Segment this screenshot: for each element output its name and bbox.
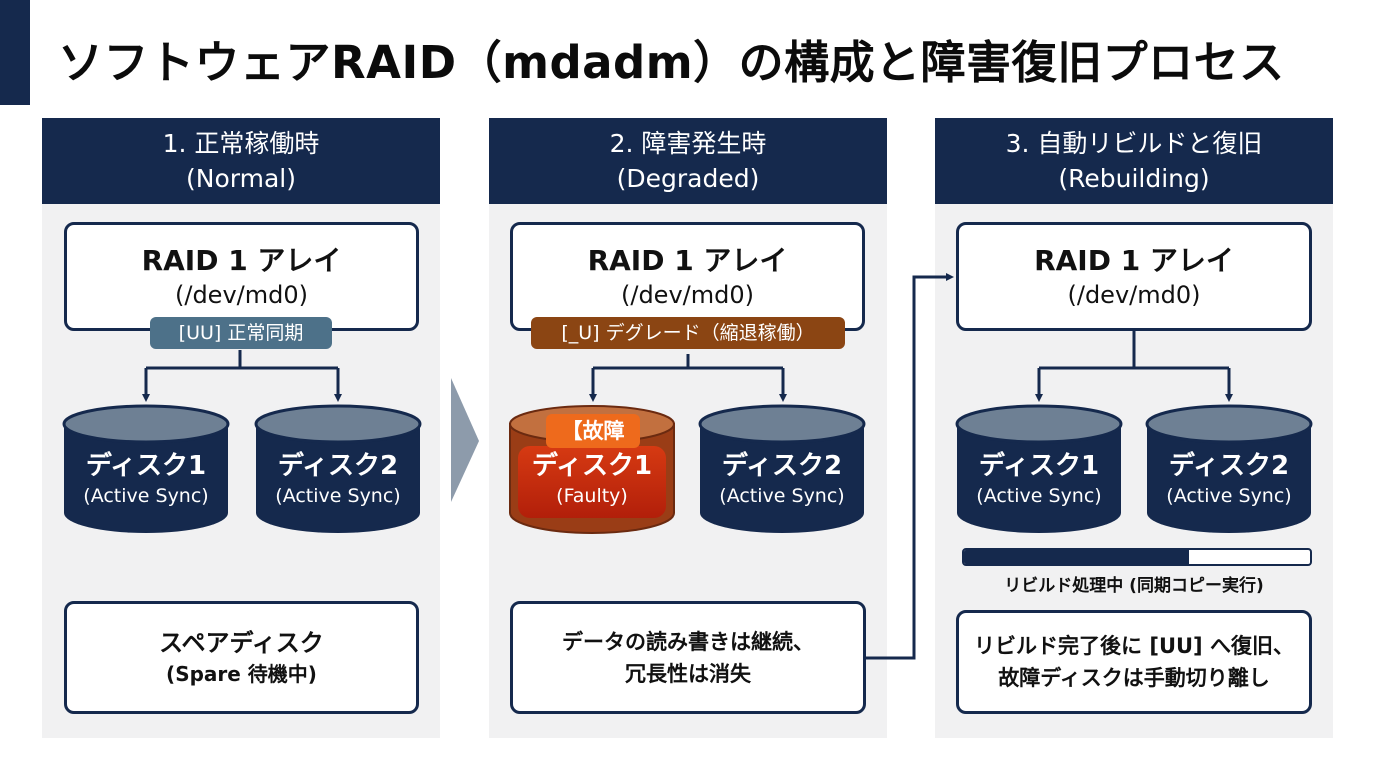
panel-degraded-disk1-label: ディスク1 (Faulty) [510,450,674,510]
panel-normal-connectors [142,350,342,402]
panel-degraded-status-badge: [_U] デグレード（縮退稼働） [531,317,845,349]
fault-warning-badge: 【故障 [546,414,640,448]
panel-normal-disk1-label: ディスク1 (Active Sync) [64,450,228,510]
disk-state: (Active Sync) [275,485,401,507]
recovery-flow-arrow [866,273,954,660]
disk-name: ディスク1 [531,451,653,481]
disk-name: ディスク2 [721,451,843,481]
disk-name: ディスク1 [85,451,207,481]
rebuild-progress-caption: リビルド処理中 (同期コピー実行) [1004,576,1264,596]
rebuild-progress-fill [964,550,1189,564]
raid-array-device: (/dev/md0) [621,280,754,309]
panel-normal-status-badge: [UU] 正常同期 [150,317,332,349]
panel-degraded-header: 2. 障害発生時 (Degraded) [489,118,887,204]
note-line-2: 冗長性は消失 [625,661,751,686]
disk-state: (Active Sync) [976,485,1102,507]
disk-name: ディスク2 [277,451,399,481]
spare-disk-label: スペアディスク [159,628,324,657]
panel-degraded-heading: 2. 障害発生時 [609,129,767,158]
panel-rebuilding-subheading: (Rebuilding) [1058,164,1210,193]
panel-normal-heading: 1. 正常稼働時 [162,129,320,158]
panel-rebuilding-connectors [1035,330,1233,402]
disk-state: (Faulty) [556,485,628,507]
note-line-1: リビルド完了後に [UU] へ復旧、 [974,634,1294,658]
note-line-1: データの読み書きは継続、 [562,629,814,654]
disk-name: ディスク2 [1168,451,1290,481]
panel-normal-header: 1. 正常稼働時 (Normal) [42,118,440,204]
panel-rebuilding-note-box: リビルド完了後に [UU] へ復旧、 故障ディスクは手動切り離し [956,610,1312,714]
spare-disk-state: (Spare 待機中) [166,661,317,686]
disk-name: ディスク1 [978,451,1100,481]
panel-normal-disk2-label: ディスク2 (Active Sync) [256,450,420,510]
panel-rebuilding-disk2-cylinder [1145,404,1313,533]
panel-normal-disk2-cylinder [254,404,422,533]
disk-state: (Active Sync) [1166,485,1292,507]
rebuild-progress-bar [962,548,1312,566]
panel-rebuilding-disk1-cylinder [955,404,1123,533]
panel-normal-disk1-cylinder [62,404,230,533]
disk-state: (Active Sync) [719,485,845,507]
title-accent-bar [0,0,30,105]
note-line-2: 故障ディスクは手動切り離し [998,666,1270,690]
panel-degraded-disk2-cylinder [698,404,866,533]
panel-degraded-disk2-label: ディスク2 (Active Sync) [700,450,864,510]
panel-normal-spare-box: スペアディスク (Spare 待機中) [64,601,419,714]
panel-rebuilding-disk2-label: ディスク2 (Active Sync) [1147,450,1311,510]
panel-degraded-subheading: (Degraded) [616,164,760,193]
raid-array-name: RAID 1 アレイ [587,243,788,277]
disk-state: (Active Sync) [83,485,209,507]
panel-normal-raid-box: RAID 1 アレイ (/dev/md0) [64,222,419,331]
panel-degraded-raid-box: RAID 1 アレイ (/dev/md0) [510,222,865,331]
raid-array-name: RAID 1 アレイ [1034,243,1234,277]
raid-array-device: (/dev/md0) [1067,280,1201,309]
raid-array-device: (/dev/md0) [175,280,308,309]
panel-rebuilding-header: 3. 自動リビルドと復旧 (Rebuilding) [935,118,1333,204]
panel-degraded-note-box: データの読み書きは継続、 冗長性は消失 [510,601,866,714]
panel-rebuilding-heading: 3. 自動リビルドと復旧 [1005,129,1263,158]
page-title: ソフトウェアRAID（mdadm）の構成と障害復旧プロセス [58,36,1285,89]
raid-array-name: RAID 1 アレイ [141,243,342,277]
flow-chevron-icon [451,378,479,502]
panel-degraded-connectors [589,354,787,402]
panel-rebuilding-disk1-label: ディスク1 (Active Sync) [957,450,1121,510]
panel-normal-subheading: (Normal) [186,164,296,193]
panel-rebuilding-raid-box: RAID 1 アレイ (/dev/md0) [956,222,1312,331]
